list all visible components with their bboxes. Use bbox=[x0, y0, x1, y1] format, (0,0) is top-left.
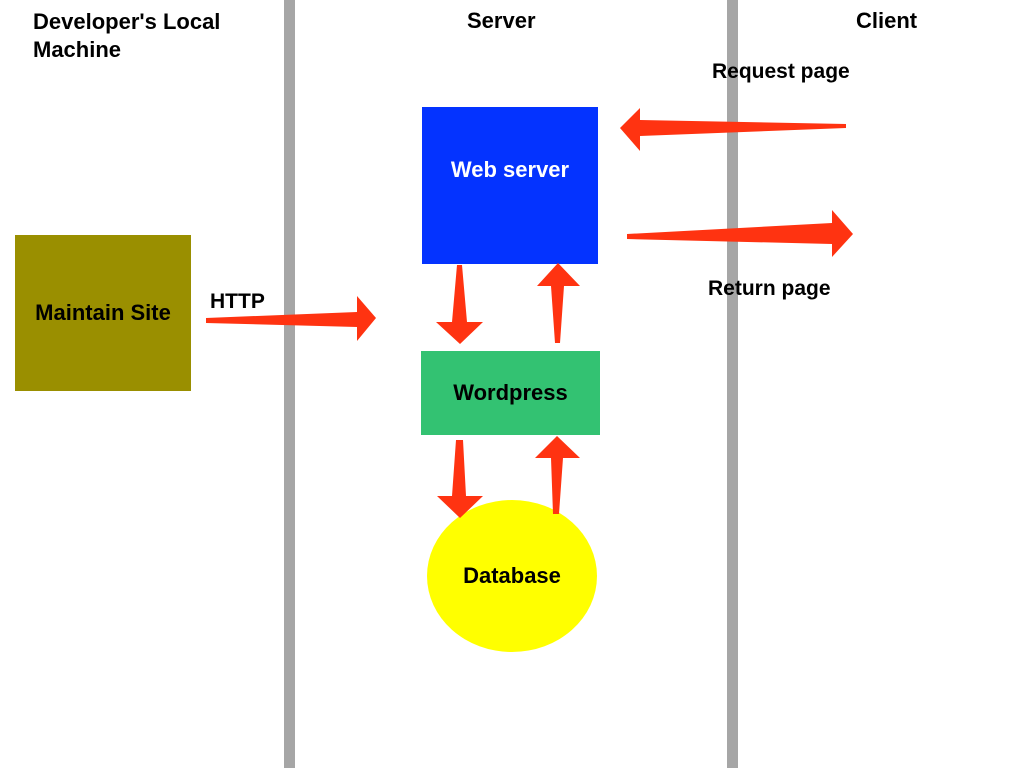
request-page-label: Request page bbox=[712, 60, 850, 83]
wordpress-to-webserver-arrow bbox=[537, 263, 580, 343]
lane-divider-left bbox=[284, 0, 295, 768]
lane-divider-right bbox=[727, 0, 738, 768]
return-page-arrow bbox=[627, 210, 853, 257]
maintain-site-node: Maintain Site bbox=[15, 235, 191, 391]
database-node: Database bbox=[427, 500, 597, 652]
lane-title-client: Client bbox=[856, 8, 918, 33]
lane-title-server: Server bbox=[467, 8, 536, 33]
webserver-to-wordpress-arrow bbox=[436, 265, 483, 344]
lane-title-developer: Developer's Local Machine bbox=[33, 9, 221, 62]
web-server-label: Web server bbox=[450, 157, 570, 182]
wordpress-node: Wordpress bbox=[421, 351, 600, 435]
database-to-wordpress-arrow bbox=[535, 436, 580, 514]
maintain-site-label: Maintain Site bbox=[35, 300, 171, 325]
return-page-label: Return page bbox=[708, 277, 831, 300]
wordpress-label: Wordpress bbox=[453, 380, 568, 405]
http-label: HTTP bbox=[210, 290, 265, 313]
web-server-node: Web server bbox=[422, 107, 598, 264]
database-label: Database bbox=[463, 563, 561, 588]
